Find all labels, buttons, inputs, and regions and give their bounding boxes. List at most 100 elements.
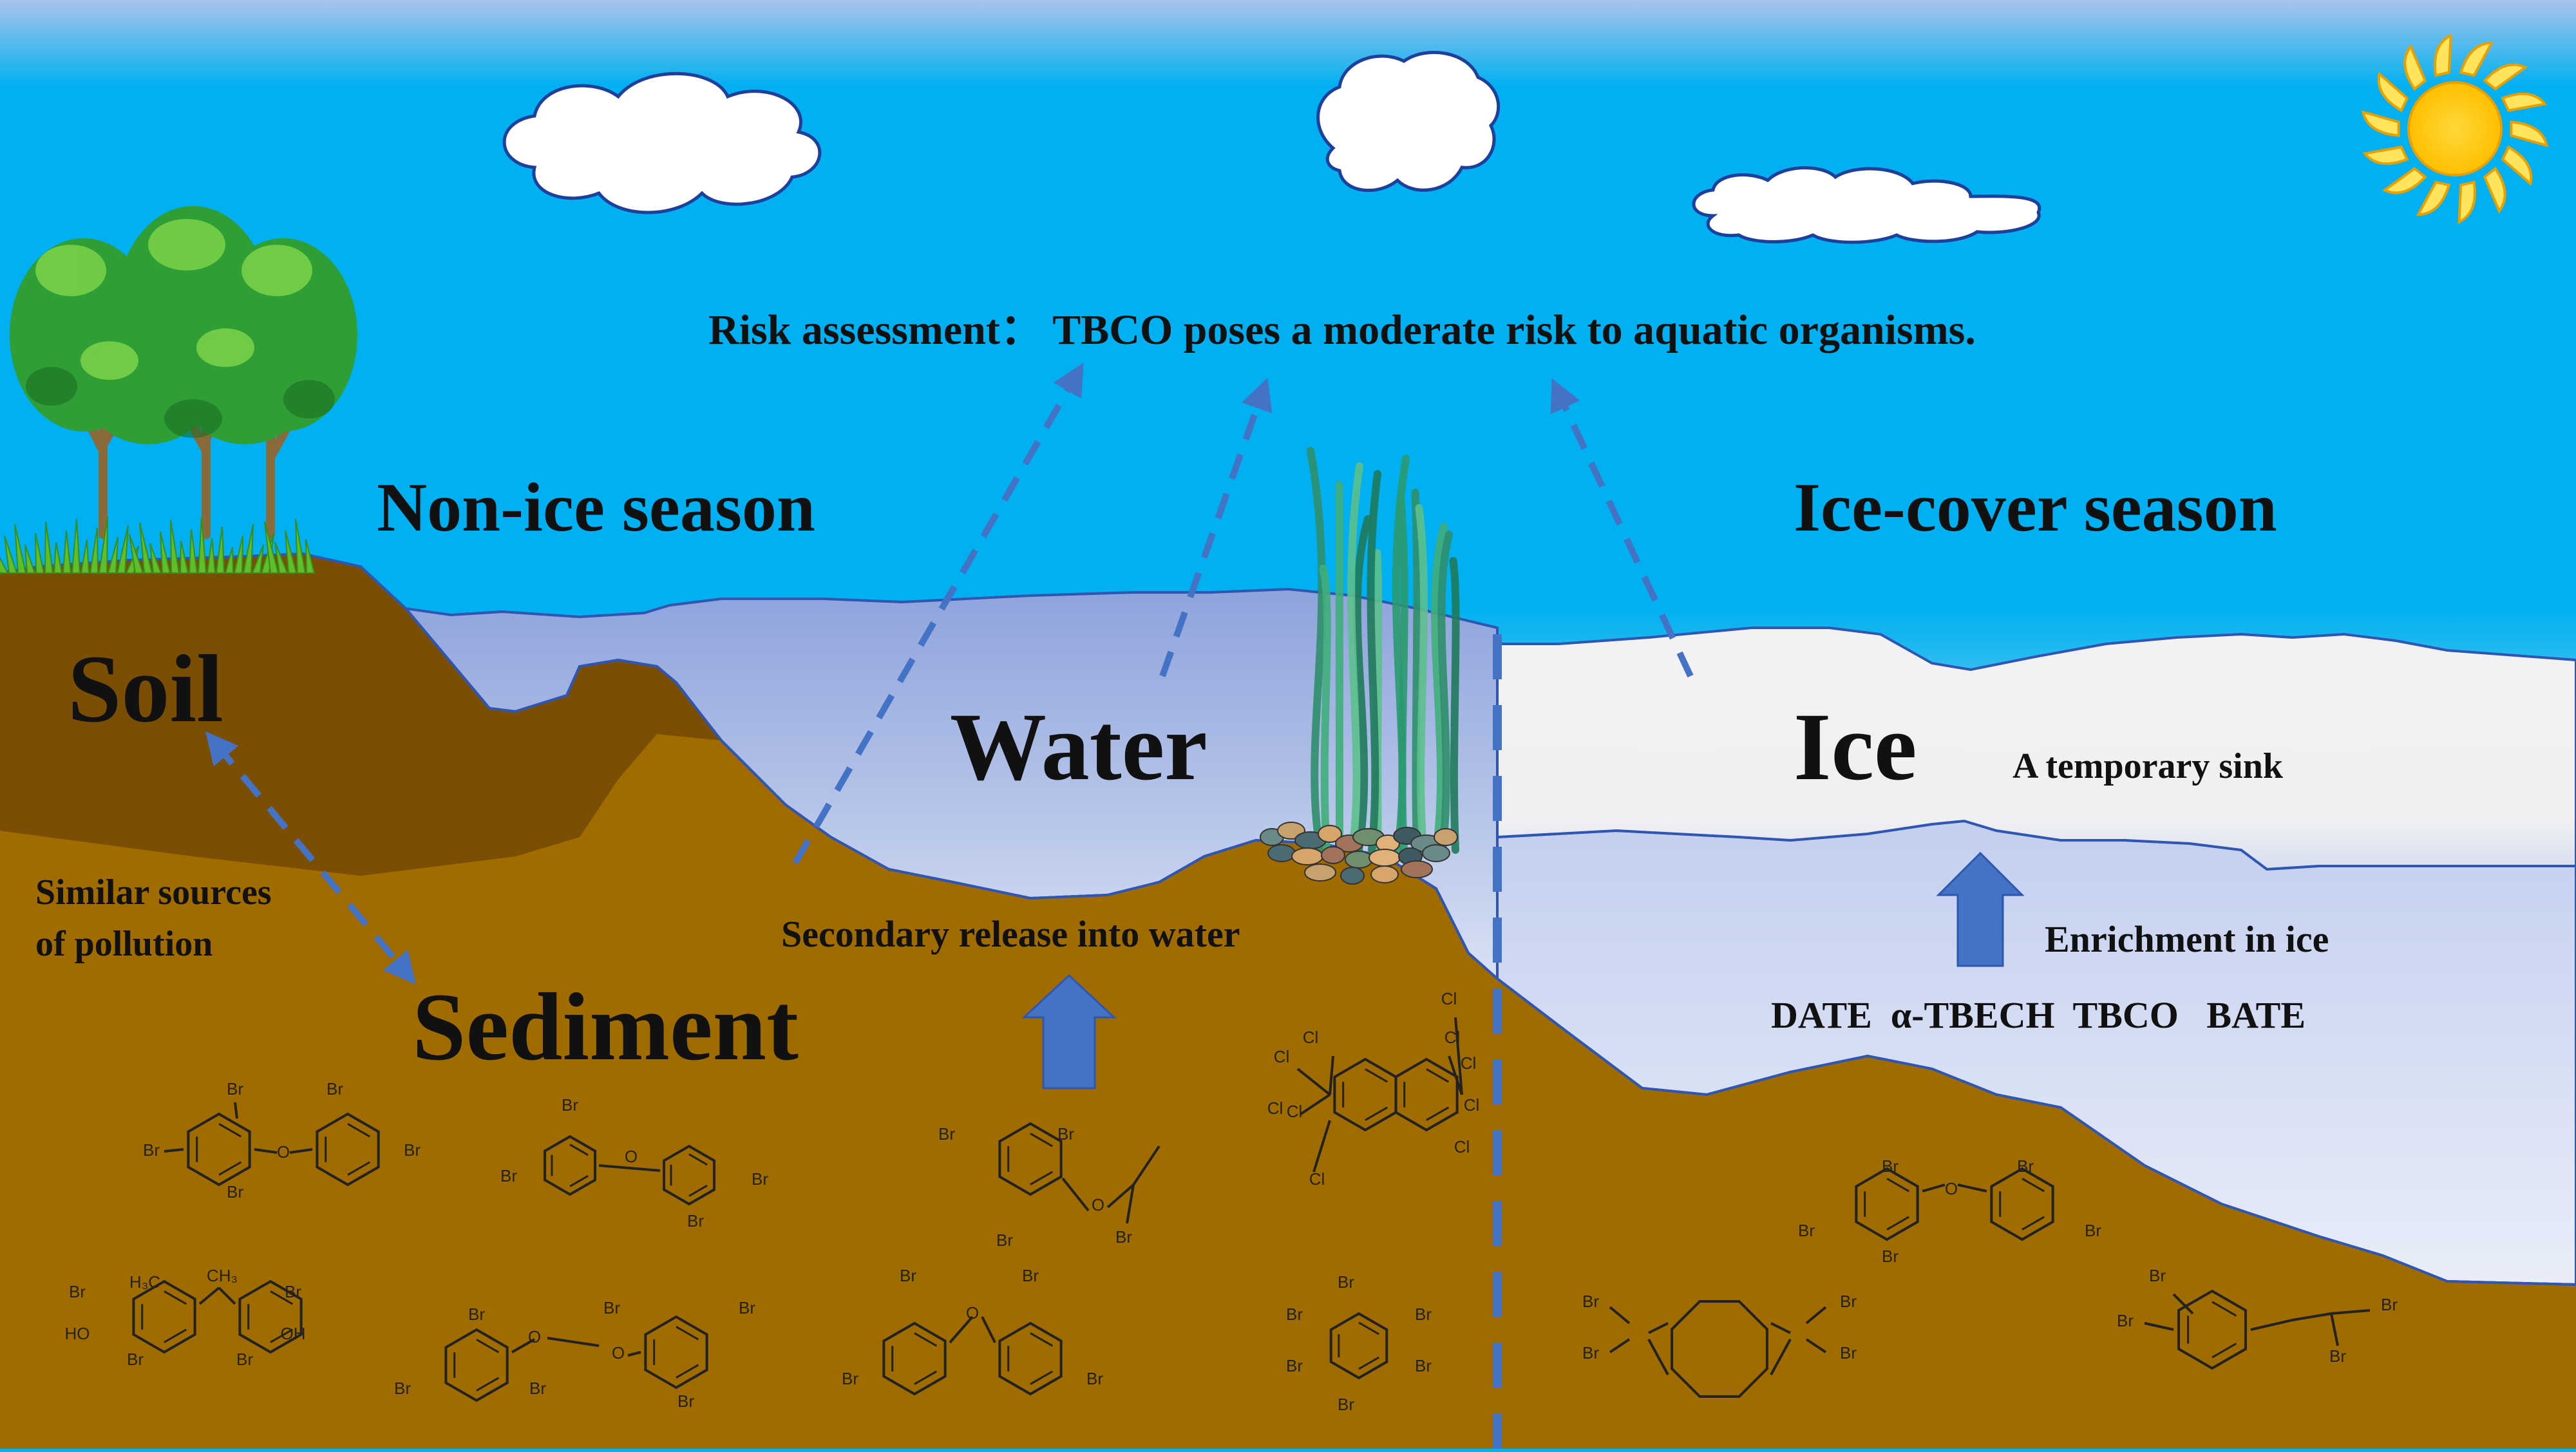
- seaweed-blade: [1449, 557, 1460, 854]
- bond: [1448, 1055, 1463, 1095]
- atom-label: Br: [127, 1350, 144, 1369]
- double-bond: [1030, 1332, 1054, 1347]
- benzene-ring: [644, 1315, 708, 1390]
- atom-label: Br: [394, 1379, 411, 1398]
- bond: [2330, 1313, 2339, 1346]
- double-bond: [2022, 1216, 2045, 1230]
- similar-sources-line2: of pollution: [35, 924, 213, 964]
- ice-label: Ice: [1794, 693, 1917, 800]
- benzene-ring: [1329, 1312, 1388, 1380]
- atom-label: Br: [1022, 1266, 1039, 1285]
- atom-label: Br: [1582, 1343, 1599, 1362]
- up-arrow-icon: [1936, 851, 2025, 967]
- bond: [2250, 1319, 2293, 1331]
- atom-label: Br: [1415, 1356, 1432, 1375]
- atom-label: O: [528, 1327, 541, 1346]
- atom-label: Cl: [1287, 1102, 1303, 1121]
- grass-blade: [89, 527, 99, 574]
- temporary-sink-label: A temporary sink: [2012, 746, 2283, 786]
- grass-blade: [44, 521, 54, 574]
- double-bond: [1886, 1178, 1910, 1193]
- soil-label: Soil: [68, 636, 223, 742]
- sediment-label: Sediment: [412, 974, 799, 1080]
- sun-ray: [2362, 146, 2409, 165]
- double-bond: [2022, 1178, 2045, 1193]
- benzene-ring: [187, 1112, 251, 1187]
- bond: [949, 1315, 974, 1344]
- sun-icon: [2361, 33, 2549, 225]
- atom-label: O: [1092, 1195, 1104, 1214]
- ground-outline: [0, 552, 2576, 1286]
- double-bond: [270, 1290, 294, 1305]
- atom-label: Br: [1840, 1343, 1857, 1362]
- seaweed-blade: [1437, 531, 1453, 854]
- atom-label: Br: [900, 1266, 916, 1285]
- benzene-ring: [444, 1328, 509, 1402]
- grass-blade: [305, 539, 316, 574]
- seaweed-blade: [1319, 565, 1331, 854]
- benzene-ring: [998, 1321, 1063, 1396]
- sun-ray: [2403, 44, 2427, 91]
- atom-label: Br: [468, 1305, 485, 1324]
- sun-ray: [2483, 63, 2528, 91]
- risk-assessment-title: Risk assessment： TBCO poses a moderate r…: [708, 306, 1976, 354]
- double-bond: [1365, 1106, 1388, 1121]
- atom-label: Br: [1415, 1305, 1432, 1324]
- atom-label: O: [1945, 1179, 1958, 1198]
- bond: [1312, 1120, 1331, 1173]
- double-bond: [1426, 1106, 1450, 1121]
- up-arrow-icon: [1021, 974, 1117, 1089]
- pebble: [1318, 825, 1342, 843]
- atom-label: Cl: [1441, 989, 1457, 1008]
- grass-blade: [71, 518, 81, 574]
- bond: [1609, 1338, 1631, 1353]
- bond: [164, 1148, 184, 1153]
- atom-label: O: [625, 1147, 638, 1166]
- bond: [1648, 1322, 1669, 1334]
- bond: [1805, 1306, 1827, 1325]
- similar-sources-line1: Similar sources: [35, 872, 272, 912]
- sun-ray: [2510, 120, 2549, 147]
- atom-label: Br: [404, 1140, 421, 1160]
- benzene-ring: [998, 1122, 1063, 1196]
- bond: [198, 1287, 220, 1305]
- bond: [289, 1148, 313, 1154]
- atom-label: Br: [143, 1140, 160, 1160]
- grass-blade: [179, 540, 189, 574]
- atom-label: Br: [285, 1282, 301, 1301]
- sun-ray: [2501, 145, 2533, 187]
- ice-cover-season-label: Ice-cover season: [1794, 469, 2277, 546]
- non-ice-season-label: Non-ice season: [377, 469, 815, 546]
- bond: [2331, 1309, 2371, 1315]
- atom-label: Br: [1057, 1124, 1074, 1144]
- pebble: [1304, 863, 1336, 882]
- atom-label: Br: [2085, 1221, 2101, 1240]
- double-bond: [2211, 1301, 2237, 1317]
- atom-label: Cl: [1267, 1098, 1283, 1118]
- grass-blade: [170, 520, 180, 574]
- bond: [1106, 1183, 1135, 1209]
- atom-label: Br: [938, 1124, 955, 1144]
- bond: [627, 1351, 641, 1357]
- grass-blade: [285, 530, 298, 574]
- seaweed-blade: [1411, 489, 1421, 854]
- grass-blade: [24, 544, 36, 574]
- bond: [547, 1337, 600, 1347]
- sun-ray: [2377, 71, 2409, 113]
- atom-label: Br: [2017, 1156, 2034, 1176]
- atom-label: Br: [1086, 1369, 1103, 1388]
- atom-label: H₃C: [129, 1272, 160, 1292]
- grass-blade: [14, 523, 27, 574]
- atom-label: Br: [2329, 1346, 2346, 1366]
- grass-blade: [160, 531, 171, 574]
- atom-label: Br: [500, 1166, 517, 1185]
- double-bond: [218, 1161, 242, 1176]
- bond: [254, 1148, 278, 1154]
- grass-blade: [224, 547, 234, 574]
- bond: [1805, 1338, 1827, 1353]
- atom-label: Br: [752, 1169, 768, 1189]
- soil-hill: [0, 554, 721, 876]
- double-bond: [347, 1123, 371, 1138]
- benzene-ring: [663, 1144, 715, 1206]
- sun-ray: [2361, 110, 2400, 137]
